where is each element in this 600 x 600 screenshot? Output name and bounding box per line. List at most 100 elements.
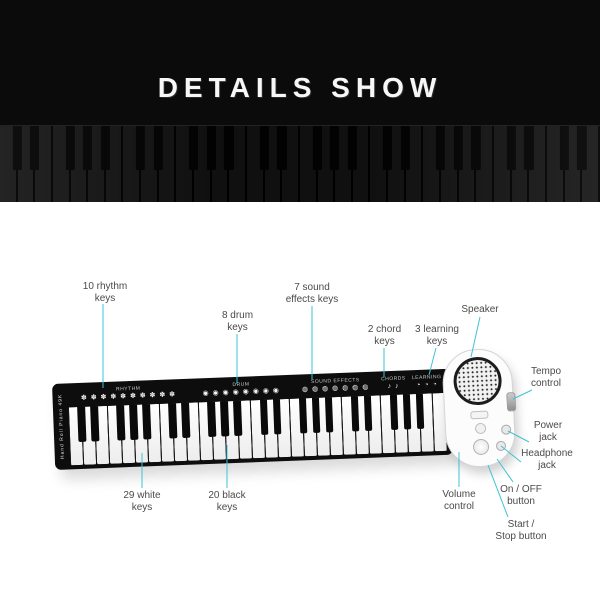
leader-line bbox=[496, 458, 514, 483]
black-key bbox=[402, 394, 412, 430]
black-key bbox=[83, 126, 94, 171]
panel-section-label: SOUND EFFECTS bbox=[310, 377, 360, 386]
black-key bbox=[77, 406, 87, 442]
piano-keys bbox=[67, 392, 448, 466]
panel-section-icons: ♪ ♪ bbox=[387, 383, 400, 391]
white-key bbox=[67, 406, 85, 466]
white-key bbox=[341, 396, 357, 455]
black-key bbox=[272, 399, 282, 435]
black-key bbox=[436, 126, 447, 171]
panel-section-icons: ◍ ◍ ◍ ◍ ◍ ◍ ◍ bbox=[301, 384, 370, 394]
black-key bbox=[100, 126, 111, 171]
black-key bbox=[577, 126, 588, 171]
leader-line bbox=[507, 430, 530, 443]
callout-power-jack: Power jack bbox=[533, 420, 563, 443]
speaker bbox=[452, 355, 503, 407]
black-key bbox=[65, 126, 76, 171]
black-key bbox=[298, 398, 308, 434]
white-key bbox=[315, 397, 331, 456]
panel-section-icons: ✽ ✽ ✽ ✽ ✽ ✽ ✽ ✽ ✽ ✽ bbox=[80, 391, 177, 403]
black-key bbox=[400, 126, 411, 171]
callout-chord-keys: 2 chord keys bbox=[367, 324, 402, 347]
callout-white-keys: 29 white keys bbox=[123, 490, 161, 513]
callout-on-off-button: On / OFF button bbox=[500, 484, 542, 507]
on-off-button bbox=[472, 438, 490, 456]
white-key bbox=[185, 402, 202, 461]
white-key bbox=[406, 393, 422, 453]
black-key bbox=[90, 406, 100, 442]
white-key bbox=[432, 392, 448, 452]
brand-text: Hand Roll Piano 49K bbox=[56, 393, 66, 460]
black-key bbox=[220, 401, 230, 437]
black-key bbox=[312, 126, 323, 171]
start-stop-button bbox=[474, 422, 486, 435]
white-key bbox=[146, 403, 163, 463]
panel-section-label: CHORDS bbox=[380, 375, 406, 383]
brand-band: Hand Roll Piano 49K bbox=[52, 383, 70, 470]
black-key bbox=[383, 126, 394, 171]
black-key bbox=[233, 400, 243, 436]
black-key bbox=[347, 126, 359, 171]
white-key bbox=[198, 401, 215, 461]
panel-section-label: RHYTHM bbox=[115, 386, 141, 393]
callout-sound-effects: 7 sound effects keys bbox=[285, 282, 339, 305]
white-key bbox=[120, 404, 137, 464]
panel-section-learning: LEARNING◔ ◔ ◔ bbox=[408, 371, 445, 394]
white-key bbox=[354, 395, 370, 455]
leader-line bbox=[428, 347, 437, 376]
white-key bbox=[172, 402, 189, 462]
black-key bbox=[350, 396, 360, 432]
tempo-control-roller bbox=[506, 392, 517, 412]
black-key bbox=[153, 126, 164, 171]
callout-volume-control: Volume control bbox=[442, 489, 476, 512]
panel-section-chords: CHORDS♪ ♪ bbox=[381, 372, 406, 395]
leader-line bbox=[512, 389, 533, 400]
white-key bbox=[263, 399, 279, 458]
black-key bbox=[181, 402, 191, 438]
white-key bbox=[81, 406, 98, 465]
black-key bbox=[189, 126, 200, 171]
black-key bbox=[330, 126, 341, 171]
black-key bbox=[363, 395, 373, 431]
black-key bbox=[12, 126, 23, 171]
leader-line bbox=[487, 464, 509, 518]
callout-black-keys: 20 black keys bbox=[208, 490, 246, 513]
white-key bbox=[250, 399, 266, 459]
white-key bbox=[380, 394, 396, 454]
leader-line bbox=[470, 316, 481, 358]
white-key bbox=[133, 404, 150, 463]
panel-section-label: DRUM bbox=[232, 381, 250, 389]
black-key bbox=[116, 405, 126, 441]
black-key bbox=[453, 126, 464, 171]
panel-section-label: LEARNING bbox=[411, 374, 442, 382]
white-key bbox=[159, 403, 176, 462]
white-key bbox=[419, 393, 435, 452]
black-key bbox=[277, 126, 288, 171]
white-key bbox=[211, 401, 228, 460]
headphone-jack bbox=[495, 440, 507, 452]
white-key bbox=[276, 398, 292, 458]
black-key bbox=[259, 399, 269, 435]
white-key bbox=[237, 400, 254, 459]
black-key bbox=[129, 404, 139, 440]
callout-headphone-jack: Headphone jack bbox=[521, 448, 573, 471]
white-key bbox=[107, 405, 124, 464]
white-key bbox=[367, 395, 383, 454]
white-key bbox=[302, 397, 318, 457]
callout-learning-keys: 3 learning keys bbox=[415, 324, 459, 347]
panel-section-sound-effects: SOUND EFFECTS◍ ◍ ◍ ◍ ◍ ◍ ◍ bbox=[292, 373, 378, 398]
black-key bbox=[311, 397, 321, 433]
black-key bbox=[224, 126, 235, 171]
black-key bbox=[142, 404, 152, 440]
panel-section-icons: ◉ ◉ ◉ ◉ ◉ ◉ ◉ ◉ bbox=[202, 387, 281, 398]
black-key bbox=[559, 126, 570, 171]
black-key bbox=[524, 126, 535, 171]
black-key bbox=[168, 403, 178, 439]
callout-rhythm-keys: 10 rhythm keys bbox=[82, 281, 128, 304]
leader-line bbox=[500, 445, 522, 463]
callout-speaker: Speaker bbox=[461, 304, 499, 315]
white-key bbox=[224, 400, 241, 460]
white-key bbox=[328, 396, 344, 456]
white-key bbox=[94, 405, 111, 465]
